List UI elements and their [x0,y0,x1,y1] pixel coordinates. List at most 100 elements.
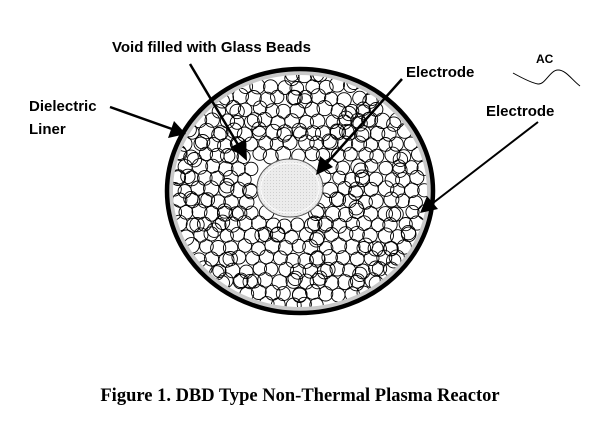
glass-bead [328,191,345,207]
glass-bead [193,136,209,152]
glass-bead [197,193,213,209]
glass-bead [287,270,303,287]
glass-bead [269,227,286,243]
glass-bead [344,171,360,188]
glass-bead [291,122,308,139]
glass-bead [404,182,420,199]
glass-bead [364,158,379,173]
glass-bead [407,195,423,211]
ac-wave-icon [512,69,581,87]
glass-bead [323,91,339,107]
glass-bead [298,227,314,243]
glass-bead [338,110,354,126]
glass-bead [335,160,351,176]
glass-bead [291,238,306,254]
glass-bead [173,182,182,197]
glass-bead [220,148,236,164]
glass-bead [305,79,321,95]
glass-bead [237,102,253,118]
glass-bead [254,227,270,243]
glass-bead [352,266,368,283]
glass-bead [316,100,333,117]
glass-bead [309,135,325,151]
glass-bead [312,270,328,286]
glass-bead [388,136,404,152]
glass-bead [252,146,267,161]
glass-bead [265,217,282,233]
glass-bead [239,264,254,280]
arrow-outer-electrode [420,121,539,213]
arrow-inner-electrode [316,78,403,175]
glass-bead [369,148,385,164]
glass-bead [312,75,328,83]
glass-bead [417,183,427,198]
glass-bead [225,100,242,116]
glass-bead [198,146,214,162]
glass-bead [352,90,367,106]
glass-bead [350,135,368,152]
glass-bead [285,273,302,289]
glass-bead [382,217,398,233]
glass-bead [189,216,205,233]
glass-bead [219,178,235,194]
glass-bead [183,149,199,166]
glass-bead [293,126,309,142]
glass-bead [278,261,294,278]
glass-bead [200,192,216,207]
glass-bead [276,127,292,143]
glass-bead [329,261,345,277]
glass-bead [222,251,238,267]
inner-electrode-ring [260,162,320,214]
glass-bead [383,191,400,208]
glass-bead [345,216,360,232]
glass-bead [377,206,393,222]
glass-bead [369,125,386,142]
glass-bead [244,161,259,177]
glass-bead [209,170,225,187]
glass-bead [319,241,334,256]
glass-bead [367,240,384,257]
inner-electrode [256,158,324,218]
glass-bead [222,240,239,256]
glass-bead [343,146,358,162]
glass-bead [337,180,352,196]
glass-bead [259,91,276,108]
glass-bead [371,217,386,232]
glass-bead [289,263,307,280]
glass-bead [400,224,417,241]
glass-bead [229,115,245,130]
glass-bead [264,103,280,118]
glass-bead [371,261,388,277]
glass-bead [362,227,378,244]
glass-bead [204,112,220,128]
label-inner-electrode: Electrode [406,64,474,81]
glass-bead [230,161,246,177]
glass-bead [395,193,410,209]
glass-bead [289,102,305,119]
glass-bead [282,134,298,151]
glass-bead [237,238,253,253]
glass-bead [297,252,314,269]
glass-bead [214,214,231,230]
label-ac: AC [536,52,554,66]
glass-bead [361,111,379,128]
glass-bead [309,251,326,268]
glass-bead [180,168,196,185]
glass-bead [307,215,323,231]
glass-bead [337,135,354,152]
glass-bead [348,200,364,216]
glass-bead [194,134,211,150]
glass-bead [265,123,282,141]
glass-bead [285,75,300,82]
glass-bead [309,272,326,290]
glass-bead [228,206,244,222]
glass-bead [217,203,233,219]
glass-bead [321,133,337,149]
label-void: Void filled with Glass Beads [112,39,311,56]
glass-bead [392,162,408,178]
glass-bead [218,161,234,177]
glass-bead [246,112,263,128]
glass-bead [289,81,305,96]
glass-bead [277,240,294,256]
